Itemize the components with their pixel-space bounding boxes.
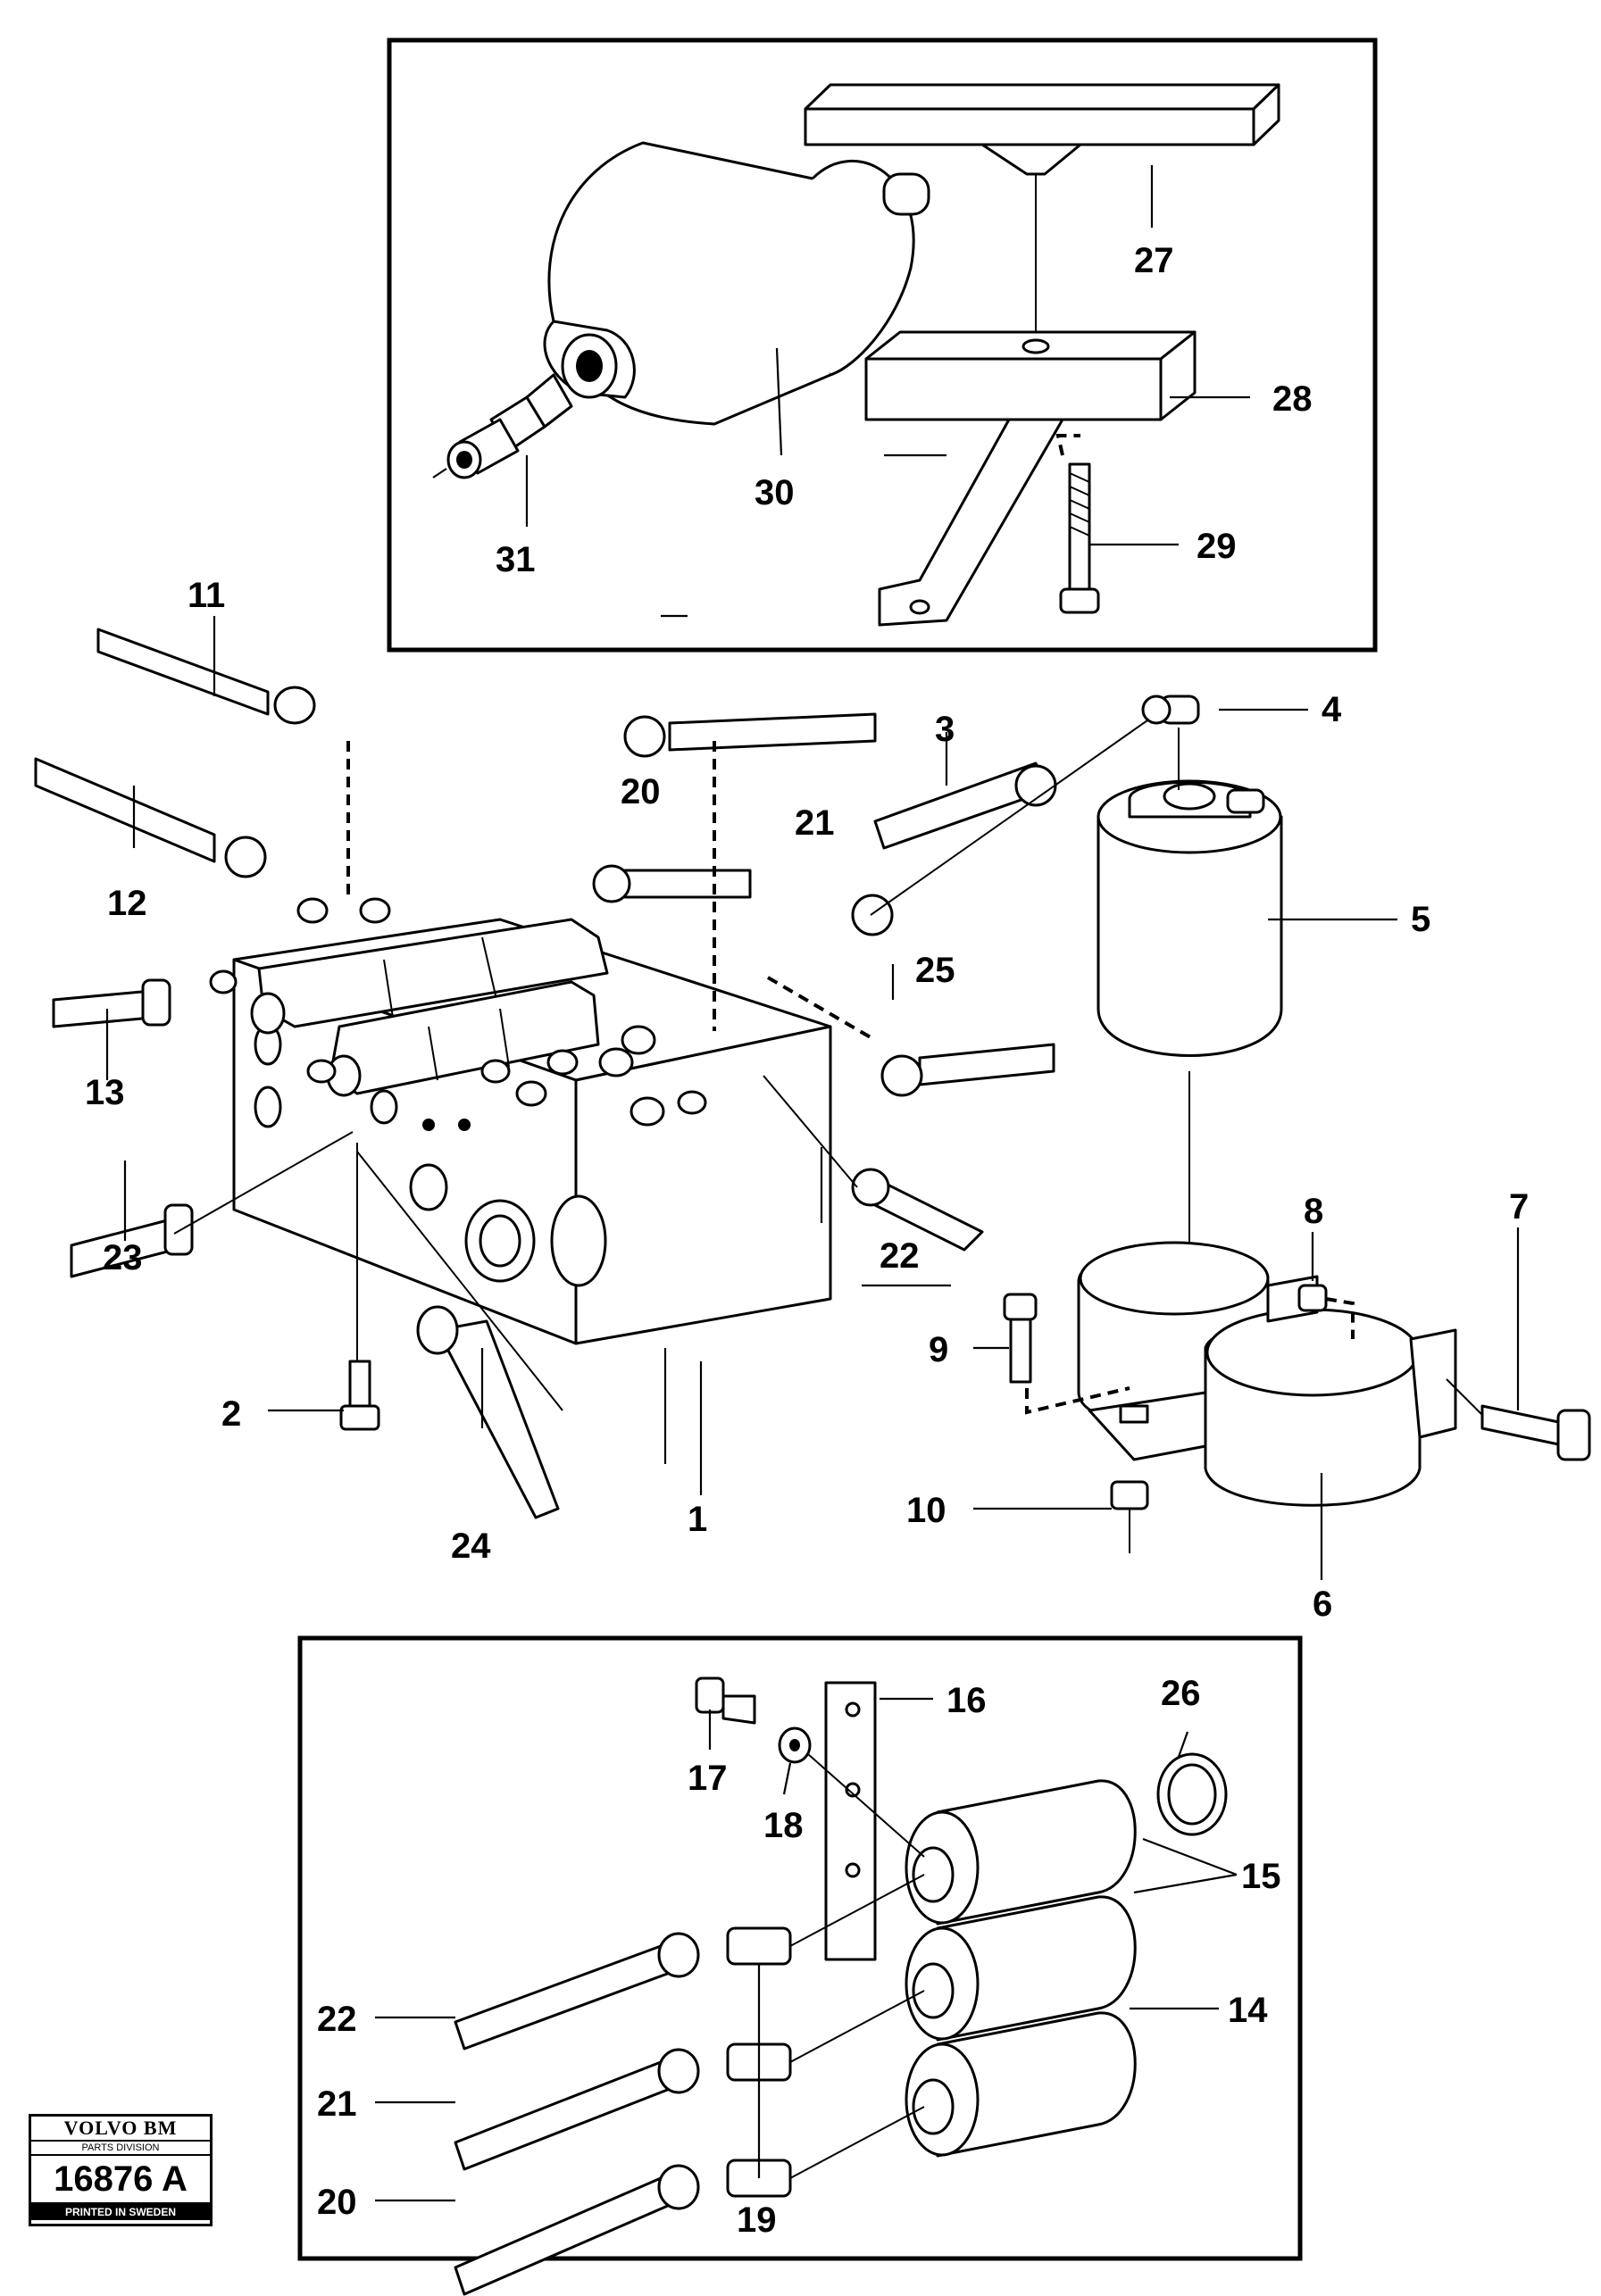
screw-17-washer-18 — [695, 1676, 925, 1858]
bolt-29 — [1059, 462, 1100, 614]
top-inset-frame — [387, 37, 1378, 653]
mounting-plate-27 — [804, 83, 1280, 335]
leader-lines — [105, 165, 1520, 2202]
callout-21: 21 — [795, 803, 835, 843]
callout-13: 13 — [85, 1073, 125, 1112]
sensor-bodies-14-15 — [905, 1779, 1137, 2158]
valve-sections — [250, 918, 609, 1097]
valve-fittings — [209, 897, 707, 1127]
callout-21-bottom: 21 — [317, 2084, 357, 2124]
accumulator-5 — [1097, 695, 1283, 1321]
callout-25: 25 — [915, 951, 955, 990]
callout-22: 22 — [880, 1236, 920, 1276]
callout-18: 18 — [763, 1806, 804, 1845]
pipes-20-22-unions-19 — [454, 1874, 925, 2296]
callout-28: 28 — [1272, 379, 1313, 419]
accumulator-30 — [543, 141, 930, 426]
bottom-inset-frame — [297, 1635, 1303, 2261]
callout-4: 4 — [1322, 690, 1342, 729]
callout-7: 7 — [1509, 1187, 1529, 1227]
stamp-number: 16876 A — [31, 2156, 210, 2204]
clamp-6 — [1077, 1241, 1457, 1507]
callout-12: 12 — [107, 884, 147, 923]
callout-22-bottom: 22 — [317, 2000, 357, 2039]
callout-8: 8 — [1304, 1192, 1323, 1231]
hardware-7-10 — [1003, 1284, 1591, 1553]
callout-10: 10 — [906, 1491, 946, 1530]
callout-5: 5 — [1411, 900, 1430, 939]
callout-20: 20 — [621, 772, 661, 811]
callout-17: 17 — [688, 1759, 728, 1798]
callout-11: 11 — [188, 576, 225, 615]
bracket-strip-16 — [824, 1681, 877, 1961]
callout-23: 23 — [103, 1238, 143, 1277]
stamp-brand: VOLVO BM — [31, 2117, 210, 2142]
callout-29: 29 — [1197, 527, 1237, 566]
callout-14: 14 — [1228, 1991, 1268, 2030]
fitting-31 — [432, 373, 573, 479]
volvo-bm-stamp: VOLVO BM PARTS DIVISION 16876 A PRINTED … — [29, 2114, 213, 2226]
callout-9: 9 — [929, 1330, 948, 1369]
pipes — [34, 628, 1057, 1519]
callout-26: 26 — [1161, 1674, 1201, 1713]
callout-20-bottom: 20 — [317, 2183, 357, 2222]
callout-1: 1 — [688, 1500, 707, 1539]
callout-30: 30 — [755, 473, 795, 512]
callout-19: 19 — [737, 2200, 777, 2240]
callout-16: 16 — [946, 1681, 987, 1720]
callout-2: 2 — [221, 1394, 241, 1434]
callout-6: 6 — [1313, 1585, 1332, 1624]
assembly-lines — [173, 713, 1157, 1411]
bracket-28 — [864, 330, 1197, 627]
stamp-division: PARTS DIVISION — [31, 2142, 210, 2156]
callout-3: 3 — [935, 710, 955, 749]
callout-24: 24 — [451, 1527, 491, 1566]
callout-15: 15 — [1241, 1857, 1281, 1896]
stamp-printed: PRINTED IN SWEDEN — [31, 2204, 210, 2220]
cap-26 — [1156, 1752, 1228, 1836]
callout-27: 27 — [1134, 241, 1174, 280]
callout-31: 31 — [496, 540, 536, 579]
